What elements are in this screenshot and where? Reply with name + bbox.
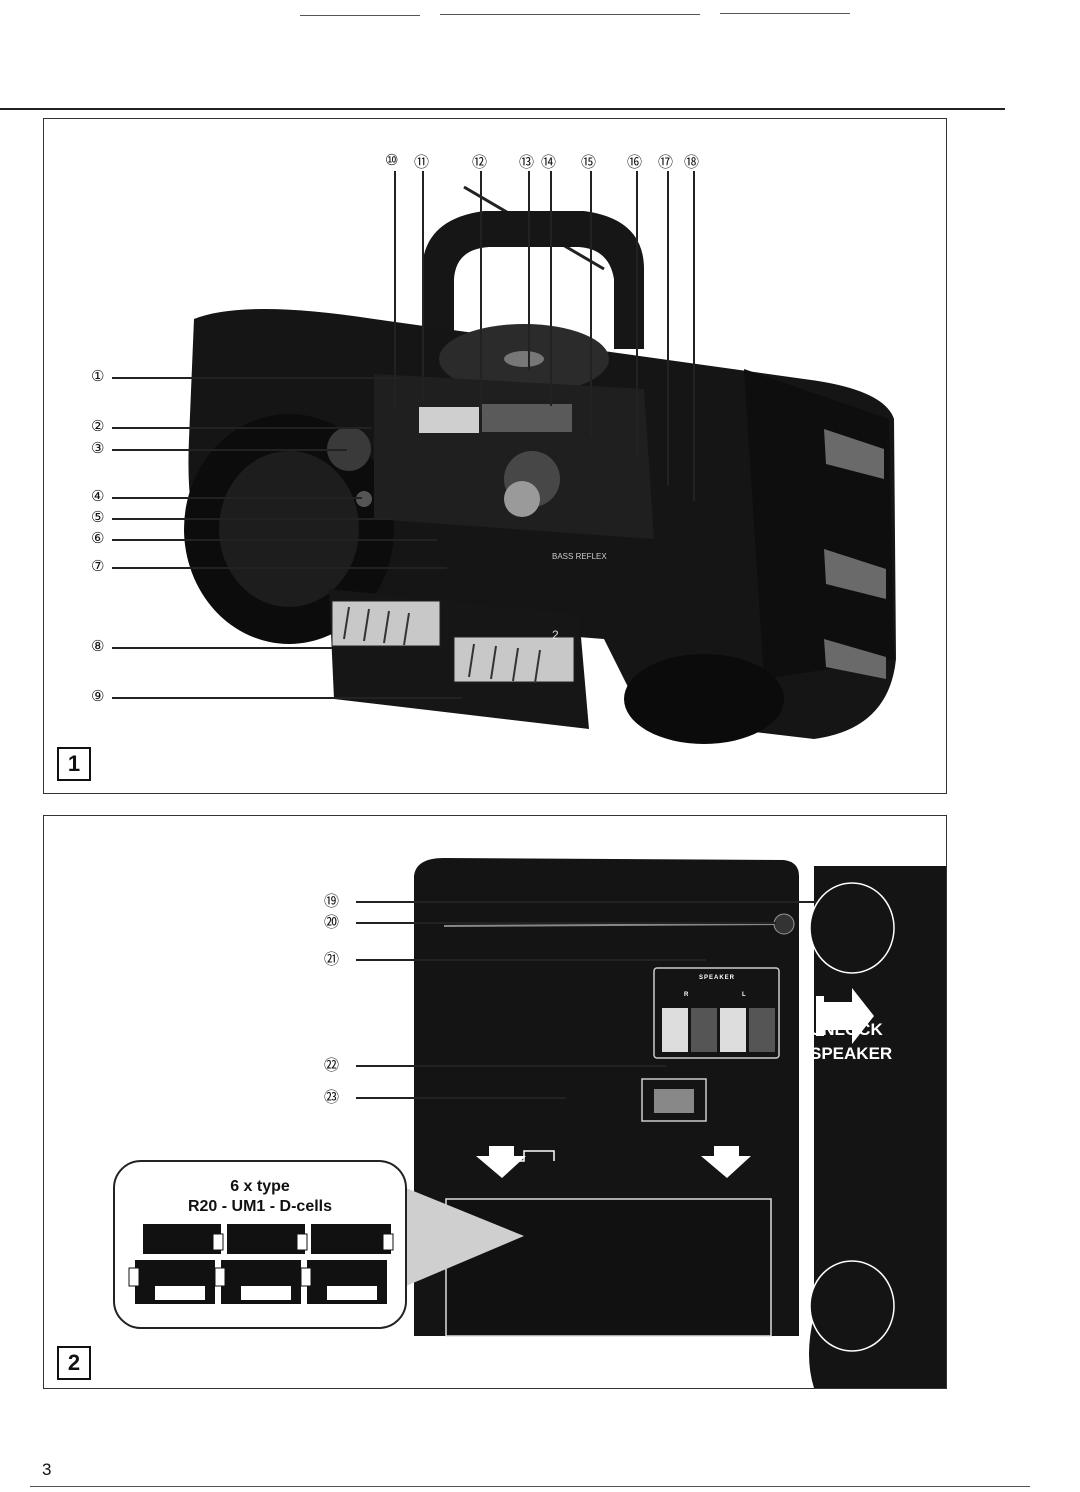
leader-line [112, 427, 372, 429]
figure-1-label: 1 [57, 747, 91, 781]
leader-line [112, 449, 347, 451]
callout-23: ㉓ [324, 1088, 340, 1106]
leader-line [693, 171, 695, 501]
leader-line [356, 1097, 566, 1099]
leader-line [356, 922, 776, 924]
leader-line [394, 171, 396, 411]
callout-11: ⑪ [414, 153, 430, 171]
callout-17: ⑰ [658, 153, 674, 171]
scan-mark [440, 14, 700, 15]
callout-15: ⑮ [581, 153, 597, 171]
callout-22: ㉒ [324, 1056, 340, 1074]
leader-line [480, 171, 482, 411]
speaker-r-label: R [684, 992, 690, 998]
leader-line [112, 567, 447, 569]
battery-callout: 6 x type R20 - UM1 - D-cells [113, 1160, 407, 1329]
callout-8: ⑧ [91, 637, 105, 655]
speaker-panel-title: SPEAKER [699, 975, 736, 981]
unlock-speaker-text: UNLOCK SPEAKER [810, 1018, 892, 1066]
boombox-front-illustration: BASS REFLEX 2 [184, 185, 896, 744]
deck-number-text: 2 [552, 628, 559, 642]
leader-line [356, 959, 706, 961]
callout-7: ⑦ [91, 557, 105, 575]
leader-line [636, 171, 638, 456]
figure-1-panel: BASS REFLEX 2 ⑩ ⑪ ⑫ ⑬ ⑭ ⑮ ⑯ ⑰ ⑱ ① ② ③ ④ … [43, 118, 947, 794]
speaker-l-label: L [742, 992, 747, 998]
scan-mark [300, 15, 420, 16]
leader-line [112, 497, 362, 499]
boombox-rear-illustration [406, 838, 946, 1388]
leader-line [528, 171, 530, 371]
callout-9: ⑨ [91, 687, 105, 705]
callout-2: ② [91, 417, 105, 435]
leader-line [112, 539, 437, 541]
callout-12: ⑫ [472, 153, 488, 171]
leader-line [422, 171, 424, 401]
battery-cells-illustration [128, 1224, 394, 1304]
leader-line [112, 377, 402, 379]
leader-line [667, 171, 669, 486]
callout-10: ⑩ [385, 151, 399, 169]
bass-reflex-text: BASS REFLEX [552, 552, 607, 561]
callout-18: ⑱ [684, 153, 700, 171]
battery-type: R20 - UM1 - D-cells [187, 1198, 333, 1215]
callout-19: ⑲ [324, 892, 340, 910]
callout-5: ⑤ [91, 508, 105, 526]
callout-20: ⑳ [324, 913, 340, 931]
scan-mark [30, 1486, 1030, 1487]
scan-mark [720, 13, 850, 14]
leader-line [550, 171, 552, 406]
leader-line [356, 1065, 666, 1067]
callout-4: ④ [91, 487, 105, 505]
callout-13: ⑬ [519, 153, 535, 171]
leader-line [356, 901, 816, 903]
leader-line [112, 647, 332, 649]
figure-2-label: 2 [57, 1346, 91, 1380]
header-rule [0, 108, 1005, 110]
leader-line [590, 171, 592, 436]
callout-21: ㉑ [324, 950, 340, 968]
speaker-line: SPEAKER [810, 1044, 893, 1063]
callout-3: ③ [91, 439, 105, 457]
leader-line [112, 697, 462, 699]
callout-16: ⑯ [627, 153, 643, 171]
callout-6: ⑥ [91, 529, 105, 547]
page-number: 3 [42, 1460, 52, 1479]
leader-line [112, 518, 392, 520]
battery-count: 6 x type [230, 1178, 290, 1195]
callout-1: ① [91, 367, 105, 385]
unlock-line: UNLOCK [810, 1020, 883, 1039]
callout-14: ⑭ [541, 153, 557, 171]
figure-2-panel: SPEAKER R L ⑲ ⑳ ㉑ ㉒ ㉓ 2 [43, 815, 947, 1389]
